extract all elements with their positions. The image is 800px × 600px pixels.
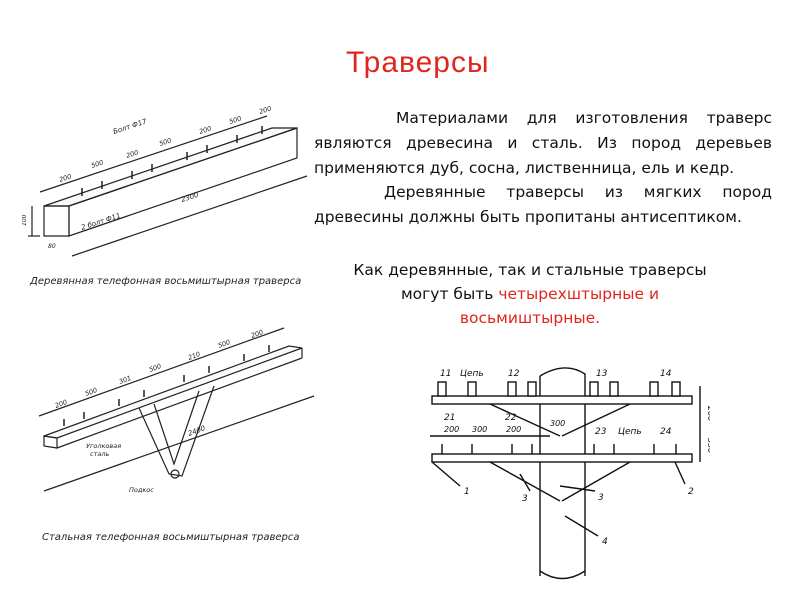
- steel-traverse-caption: Стальная телефонная восьмиштырная травер…: [42, 532, 300, 543]
- wood-dim-200a: 200: [58, 172, 72, 183]
- steel-label-angle: Уголковая: [86, 442, 121, 450]
- steel-dim-500: 500: [84, 386, 98, 398]
- pole-label-11: 11: [440, 369, 451, 379]
- steel-dim-210: 210: [187, 350, 201, 362]
- pole-part-1: 1: [464, 487, 470, 497]
- steel-dim-2400: 2400: [187, 424, 207, 438]
- pole-label-21: 21: [444, 413, 455, 423]
- wood-dim-2300: 2300: [180, 191, 200, 204]
- pole-part-3b: 3: [598, 493, 604, 503]
- page-title: Траверсы: [346, 46, 490, 79]
- pole-part-2: 2: [688, 487, 694, 497]
- steel-label-steel: сталь: [90, 450, 109, 458]
- pole-part-3a: 3: [522, 494, 528, 504]
- pole-label-12: 12: [508, 369, 520, 379]
- wood-dim-500: 500: [90, 158, 104, 169]
- wood-traverse-drawing: Болт Ф17 2 болт Ф11 200 500 200 500 200 …: [22, 104, 308, 257]
- wood-dim-100: 100: [22, 214, 28, 226]
- steel-traverse-drawing: 200 500 301 500 210 500 200 2400 Уголков…: [38, 327, 315, 494]
- steel-dim-200b: 200: [250, 328, 264, 340]
- pole-dim-200a: 200: [444, 425, 459, 434]
- pole-label-chain1: Цепь: [460, 369, 484, 379]
- pole-dim-200v: 200: [706, 406, 710, 421]
- wood-label-bolt-top: Болт Ф17: [112, 117, 148, 136]
- paragraph-types-highlight: четырехштырные и восьмиштырные.: [459, 285, 660, 327]
- paragraph-types: Как деревянные, так и стальные траверсы …: [340, 258, 720, 330]
- wood-traverse-caption: Деревянная телефонная восьмиштырная трав…: [30, 276, 302, 287]
- paragraph-types-text: Как деревянные, так и стальные траверсы …: [353, 261, 707, 303]
- wood-dim-500b: 500: [158, 136, 172, 147]
- pole-part-4: 4: [602, 537, 608, 547]
- wood-dim-200c: 200: [198, 124, 212, 135]
- steel-label-brace: Подкос: [129, 486, 154, 494]
- steel-dim-500c: 500: [217, 338, 231, 350]
- pole-dim-350: 350: [706, 438, 710, 453]
- pole-dim-300: 300: [472, 425, 487, 434]
- pole-label-14: 14: [660, 369, 672, 379]
- pole-label-24: 24: [660, 427, 672, 437]
- wood-dim-200b: 200: [125, 148, 139, 159]
- steel-dim-500b: 500: [148, 362, 162, 374]
- pole-dim-300b: 300: [550, 419, 565, 428]
- pole-label-chain2: Цепь: [618, 427, 642, 437]
- paragraph-materials: Материалами для изготовления траверс явл…: [314, 109, 772, 177]
- pole-label-23: 23: [595, 427, 607, 437]
- pole-traverse-drawing: 11 Цепь 12 13 14 21 22 23 Цепь 24 200 30…: [430, 367, 710, 580]
- wood-dim-80: 80: [48, 243, 56, 250]
- steel-dim-200: 200: [54, 398, 68, 410]
- wood-label-bolt-bottom: 2 болт Ф11: [80, 212, 121, 232]
- pole-label-22: 22: [505, 413, 517, 423]
- pole-label-13: 13: [596, 369, 608, 379]
- wood-dim-200d: 200: [258, 104, 272, 115]
- pole-dim-200b: 200: [506, 425, 521, 434]
- wood-dim-500c: 500: [228, 114, 242, 125]
- steel-dim-301: 301: [118, 374, 132, 386]
- paragraph-antiseptic: Деревянные траверсы из мягких пород древ…: [314, 183, 772, 226]
